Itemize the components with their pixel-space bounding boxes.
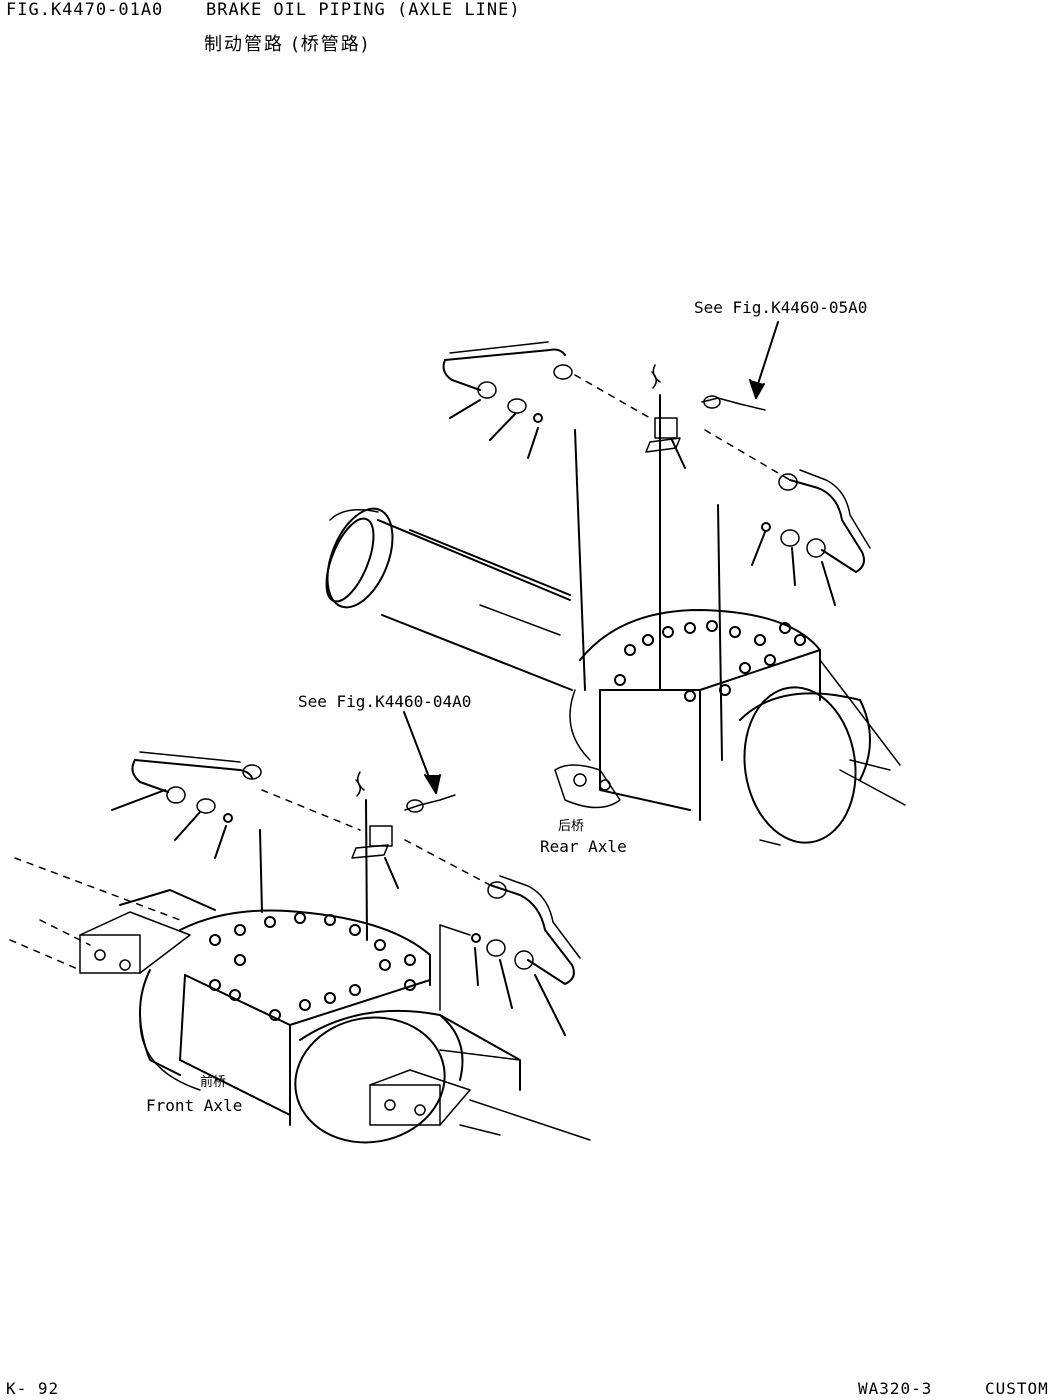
model-number: WA320-3 (858, 1379, 933, 1398)
front-axle-label: Front Axle (146, 1096, 243, 1115)
rear-reference-label: See Fig.K4460-05A0 (694, 298, 868, 317)
rear-brake-piping (442, 321, 871, 761)
front-axle-label-chinese: 前桥 (200, 1075, 227, 1090)
page-number: K- 92 (6, 1379, 60, 1398)
front-reference-label: See Fig.K4460-04A0 (298, 692, 472, 711)
figure-title: BRAKE OIL PIPING (AXLE LINE) (206, 0, 521, 20)
front-brake-piping (111, 711, 581, 1036)
figure-title-chinese: 制动管路 (桥管路) (204, 34, 370, 55)
figure-id: FIG.K4470-01A0 (6, 0, 164, 20)
front-axle-drawing (9, 857, 591, 1144)
rear-axle-drawing (325, 507, 906, 846)
custom-label: CUSTOM (985, 1379, 1049, 1398)
rear-axle-label: Rear Axle (540, 837, 627, 856)
rear-axle-label-chinese: 后桥 (558, 819, 585, 834)
